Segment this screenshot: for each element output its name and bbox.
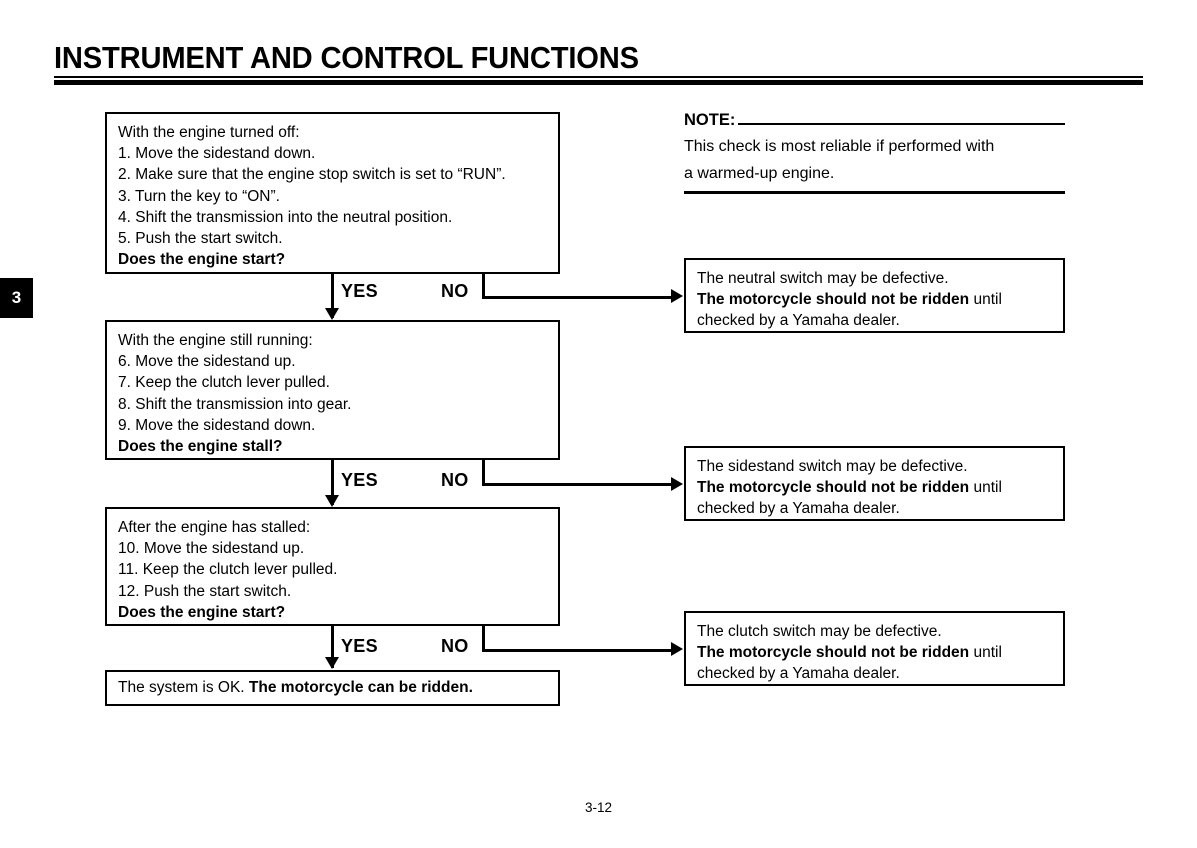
flow-question: Does the engine stall?: [118, 436, 548, 457]
chapter-tab-3: 3: [0, 278, 33, 318]
flow-line: 10. Move the sidestand up.: [118, 540, 305, 558]
flow-line: 1. Move the sidestand down.: [118, 145, 316, 163]
flow-line: 11. Keep the clutch lever pulled.: [118, 561, 338, 579]
fault-tail: until: [969, 291, 1002, 309]
flow-line: 7. Keep the clutch lever pulled.: [118, 374, 330, 392]
yes-line-1: [331, 274, 334, 318]
note-label: NOTE:: [684, 110, 736, 129]
branch-label-yes-2: YES: [341, 470, 378, 490]
flow-line: With the engine still running:: [118, 332, 313, 349]
fault-line: The motorcycle should not be ridden unti…: [697, 289, 1053, 310]
note-line: a warmed-up engine.: [684, 165, 835, 182]
fault-bold: The motorcycle should not be ridden: [697, 291, 970, 309]
flow-line: 12. Push the start switch.: [118, 582, 292, 600]
no-arrowhead-1: [671, 289, 683, 303]
flow-line: 6. Move the sidestand up.: [118, 353, 296, 371]
fault-line: checked by a Yamaha dealer.: [697, 312, 900, 330]
note-line: This check is most reliable if performed…: [684, 138, 995, 155]
flow-box-sidestand-switch-fault: The sidestand switch may be defective. T…: [684, 446, 1065, 521]
fault-tail: until: [969, 644, 1002, 662]
flow-result-line: The system is OK. The motorcycle can be …: [118, 677, 473, 698]
fault-line: The motorcycle should not be ridden unti…: [697, 642, 1053, 663]
yes-arrowhead-3: [325, 657, 339, 669]
fault-tail: until: [969, 479, 1002, 497]
branch-label-yes-3: YES: [341, 636, 378, 656]
flow-line: 9. Move the sidestand down.: [118, 416, 316, 434]
branch-label-yes-1: YES: [341, 281, 378, 301]
flow-line: 8. Shift the transmission into gear.: [118, 395, 352, 413]
no-arrowhead-3: [671, 642, 683, 656]
branch-label-no-2: NO: [441, 470, 469, 490]
flow-box-neutral-switch-fault: The neutral switch may be defective. The…: [684, 258, 1065, 333]
no-line-vertical-3: [482, 626, 485, 651]
fault-line: The sidestand switch may be defective.: [697, 458, 968, 475]
flow-result-bold: The motorcycle can be ridden.: [248, 679, 473, 697]
note-footer-rule: [684, 191, 1065, 194]
flow-box-system-ok: The system is OK. The motorcycle can be …: [105, 670, 560, 706]
no-line-horizontal-3: [482, 649, 673, 652]
flow-line: 3. Turn the key to “ON”.: [118, 187, 280, 205]
fault-line: The clutch switch may be defective.: [697, 623, 942, 640]
note-header: NOTE:: [684, 108, 1065, 132]
flow-question-text: Does the engine start?: [118, 251, 286, 269]
title-rule-thin: [54, 76, 1143, 78]
fault-line: The neutral switch may be defective.: [697, 270, 949, 287]
flow-line: 2. Make sure that the engine stop switch…: [118, 166, 506, 184]
flow-box-engine-stalled-check: After the engine has stalled: 10. Move t…: [105, 507, 560, 626]
fault-line: checked by a Yamaha dealer.: [697, 665, 900, 683]
note-block: NOTE: This check is most reliable if per…: [684, 108, 1065, 194]
chapter-tab-number: 3: [11, 288, 22, 307]
footer-page-number: 3-12: [584, 800, 613, 815]
flow-box-clutch-switch-fault: The clutch switch may be defective. The …: [684, 611, 1065, 686]
flow-result-prefix: The system is OK.: [118, 679, 249, 697]
note-body: This check is most reliable if performed…: [684, 132, 1065, 187]
no-line-horizontal-1: [482, 296, 673, 299]
yes-arrowhead-1: [325, 308, 339, 320]
title-rule-thick: [54, 80, 1143, 85]
no-line-vertical-1: [482, 274, 485, 298]
page-title: INSTRUMENT AND CONTROL FUNCTIONS: [54, 40, 639, 75]
no-line-vertical-2: [482, 460, 485, 485]
flow-line: 4. Shift the transmission into the neutr…: [118, 208, 453, 226]
yes-arrowhead-2: [325, 495, 339, 507]
flow-question: Does the engine start?: [118, 249, 548, 270]
no-line-horizontal-2: [482, 483, 673, 486]
no-arrowhead-2: [671, 477, 683, 491]
flow-question: Does the engine start?: [118, 602, 548, 623]
fault-bold: The motorcycle should not be ridden: [697, 644, 970, 662]
flow-question-text: Does the engine stall?: [118, 438, 283, 456]
yes-line-3: [331, 626, 334, 668]
yes-line-2: [331, 460, 334, 505]
note-header-rule: [738, 122, 1065, 126]
flow-line: After the engine has stalled:: [118, 519, 311, 536]
fault-line: The motorcycle should not be ridden unti…: [697, 477, 1053, 498]
fault-bold: The motorcycle should not be ridden: [697, 479, 970, 497]
flow-line: With the engine turned off:: [118, 124, 300, 141]
fault-line: checked by a Yamaha dealer.: [697, 500, 900, 518]
branch-label-no-3: NO: [441, 636, 469, 656]
flow-box-engine-start-check: With the engine turned off: 1. Move the …: [105, 112, 560, 274]
flow-question-text: Does the engine start?: [118, 603, 286, 621]
flow-line: 5. Push the start switch.: [118, 230, 283, 248]
flow-box-engine-running-check: With the engine still running: 6. Move t…: [105, 320, 560, 460]
branch-label-no-1: NO: [441, 281, 469, 301]
